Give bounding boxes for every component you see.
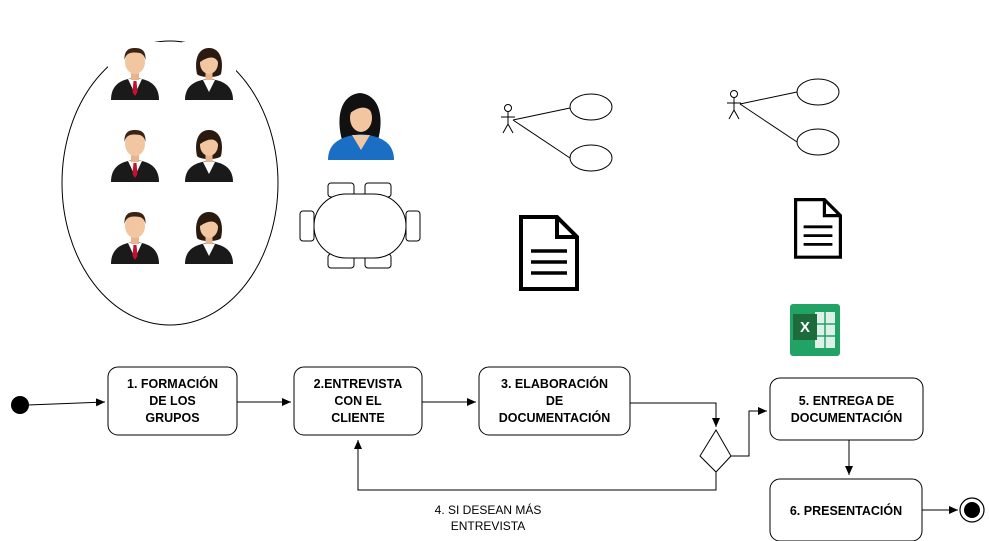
node-3-line-3: DOCUMENTACIÓN [499, 410, 611, 425]
node-6-line-1: 6. PRESENTACIÓN [790, 503, 902, 518]
meeting-table-icon [299, 182, 421, 269]
loop-label: 4. SI DESEAN MÁS ENTREVISTA [435, 502, 542, 533]
document-icon [793, 198, 843, 259]
edge-3-to-decision [630, 402, 720, 427]
edge-start-to-1 [27, 398, 106, 407]
loop-label-line-2: ENTREVISTA [451, 519, 525, 533]
flow-edges [27, 398, 958, 514]
activity-node-5: 5. ENTREGA DE DOCUMENTACIÓN [769, 377, 924, 441]
end-node [959, 497, 985, 523]
node-1-line-1: 1. FORMACIÓN [127, 376, 218, 391]
document-icon [519, 215, 579, 291]
node-1-line-2: DE LOS [149, 394, 196, 408]
node-5-line-2: DOCUMENTACIÓN [791, 410, 903, 425]
use-case-diagram-icon [726, 78, 840, 156]
activity-node-1: 1. FORMACIÓN DE LOS GRUPOS [107, 366, 238, 436]
node-2-line-3: CLIENTE [331, 411, 384, 425]
edge-loop-to-2 [354, 440, 717, 491]
woman-interviewer-icon [328, 93, 394, 160]
team-group-icon [61, 40, 279, 326]
excel-letter: X [800, 319, 810, 336]
loop-label-line-1: 4. SI DESEAN MÁS [435, 502, 542, 517]
activity-node-6: 6. PRESENTACIÓN [769, 478, 923, 541]
activity-node-3: 3. ELABORACIÓN DE DOCUMENTACIÓN [478, 366, 631, 436]
node-3-line-1: 3. ELABORACIÓN [501, 376, 608, 391]
start-node [11, 396, 29, 414]
decision-node [699, 429, 732, 473]
node-3-line-2: DE [546, 394, 563, 408]
node-2-line-2: CON EL [334, 394, 382, 408]
node-2-line-1: 2.ENTREVISTA [314, 377, 403, 391]
use-case-diagram-icon [500, 93, 613, 172]
excel-icon: X [790, 304, 840, 356]
edge-decision-to-5 [731, 407, 767, 457]
node-1-line-3: GRUPOS [145, 411, 199, 425]
node-5-line-1: 5. ENTREGA DE [799, 394, 894, 408]
activity-node-2: 2.ENTREVISTA CON EL CLIENTE [293, 366, 423, 436]
